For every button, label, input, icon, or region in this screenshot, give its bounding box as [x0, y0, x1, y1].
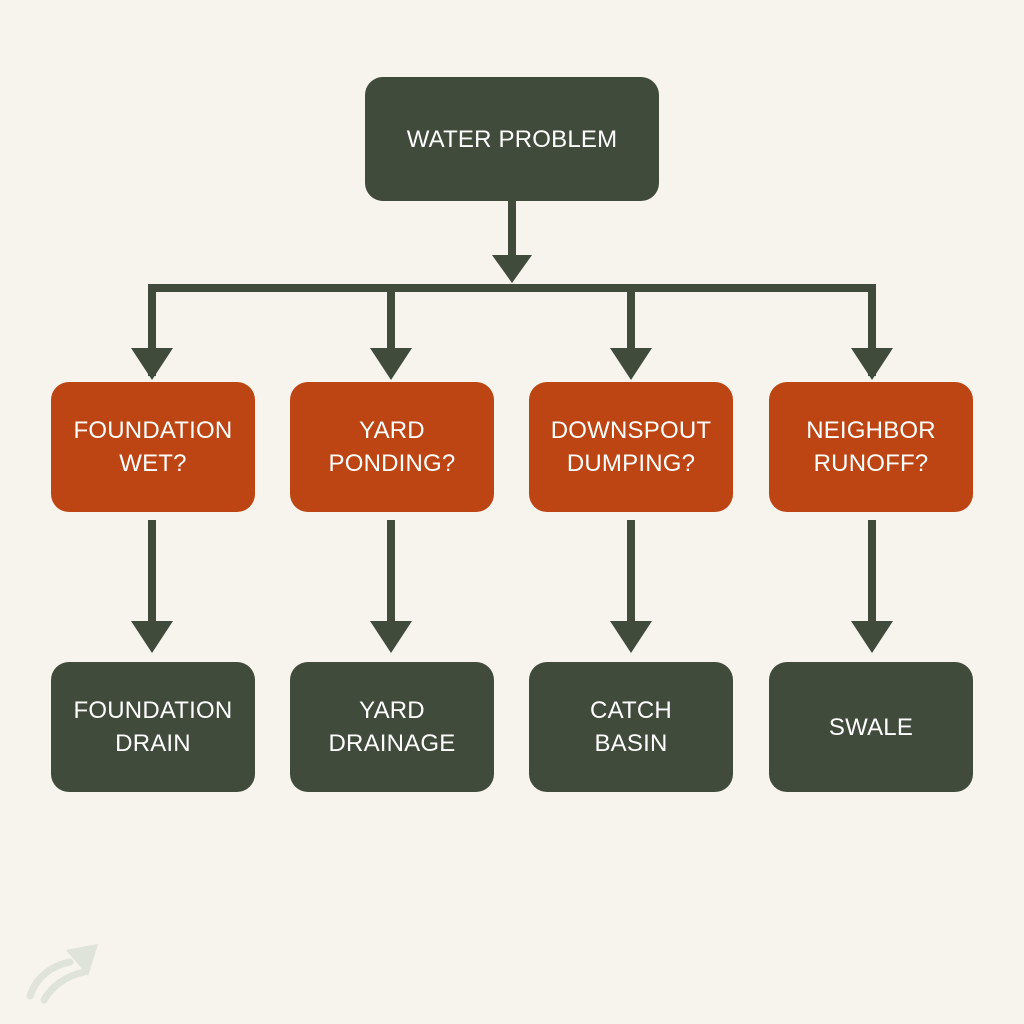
arrowhead-root	[492, 255, 532, 283]
solution-node-yard-drainage: YARD DRAINAGE	[290, 662, 494, 792]
question-node-label-line1: NEIGHBOR	[806, 417, 936, 444]
connector-bus	[148, 284, 876, 376]
solution-node-label-line2: BASIN	[594, 730, 668, 757]
question-node-label-line2: PONDING?	[328, 450, 456, 477]
root-node-label: WATER PROBLEM	[406, 125, 618, 153]
solution-node-label-line1: FOUNDATION	[73, 697, 233, 724]
arrowhead-q3-a3	[610, 621, 652, 653]
question-node-label-line2: RUNOFF?	[813, 450, 929, 477]
arrow-logo-icon	[26, 944, 98, 1004]
solution-node-catch-basin: CATCH BASIN	[529, 662, 733, 792]
arrowhead-q2-a2	[370, 621, 412, 653]
solution-node-label-line2: DRAIN	[115, 730, 191, 757]
solution-node-label-line1: CATCH	[590, 697, 672, 724]
question-node-label-line2: DUMPING?	[566, 450, 696, 477]
question-node-foundation-wet: FOUNDATION WET?	[51, 382, 255, 512]
question-node-label-line1: DOWNSPOUT	[550, 417, 712, 444]
question-node-yard-ponding: YARD PONDING?	[290, 382, 494, 512]
question-node-downspout-dumping: DOWNSPOUT DUMPING?	[529, 382, 733, 512]
solution-node-label: SWALE	[828, 713, 914, 741]
arrowhead-branch-4	[851, 348, 893, 380]
arrowhead-branch-2	[370, 348, 412, 380]
root-node-water-problem: WATER PROBLEM	[365, 77, 659, 201]
solution-node-foundation-drain: FOUNDATION DRAIN	[51, 662, 255, 792]
solution-node-swale: SWALE	[769, 662, 973, 792]
arrowhead-q1-a1	[131, 621, 173, 653]
question-node-label-line1: FOUNDATION	[73, 417, 233, 444]
arrowhead-branch-3	[610, 348, 652, 380]
arrowhead-branch-1	[131, 348, 173, 380]
question-node-neighbor-runoff: NEIGHBOR RUNOFF?	[769, 382, 973, 512]
solution-node-label-line1: YARD	[359, 697, 425, 724]
arrowhead-q4-a4	[851, 621, 893, 653]
solution-node-label-line2: DRAINAGE	[328, 730, 456, 757]
question-node-label-line1: YARD	[359, 417, 425, 444]
question-node-label-line2: WET?	[119, 450, 187, 477]
